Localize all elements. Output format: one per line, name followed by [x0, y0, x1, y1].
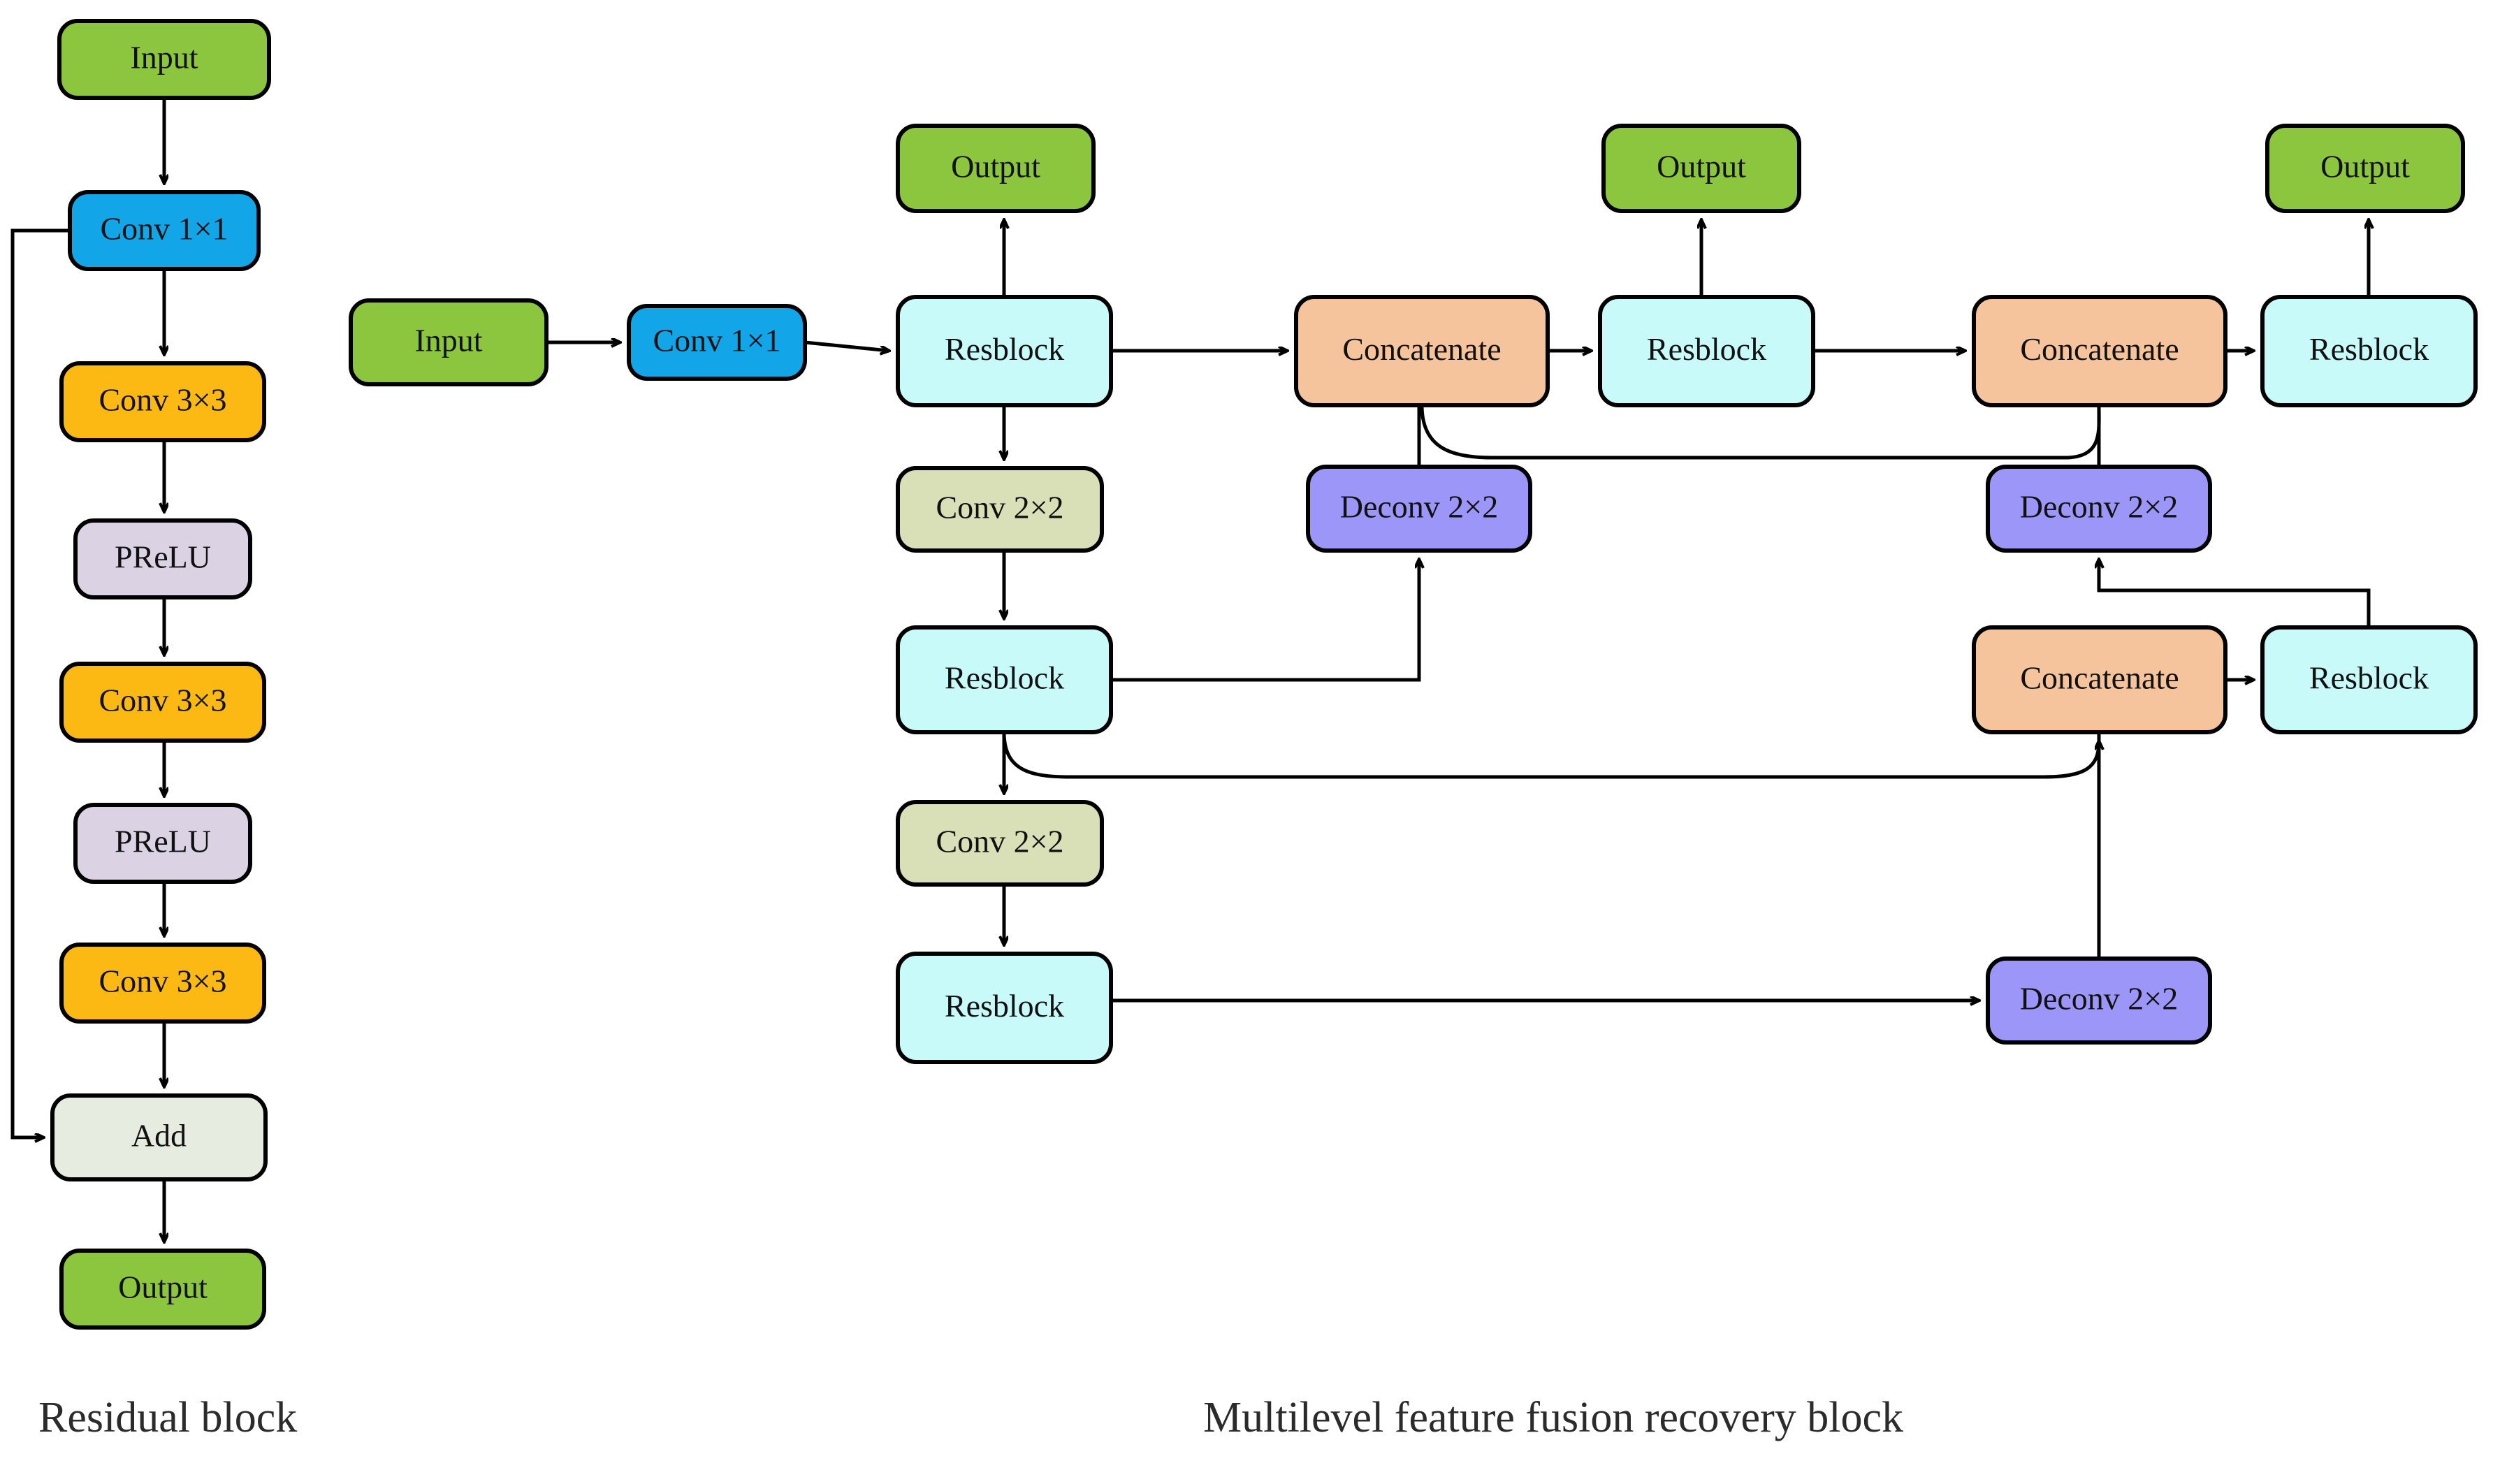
node-label: Output	[951, 149, 1040, 184]
node-shape	[2265, 124, 2465, 213]
node-label: Concatenate	[2020, 331, 2179, 367]
node-shape	[1601, 124, 1801, 213]
node-shape	[896, 466, 1104, 553]
caption-residual-block: Residual block	[38, 1394, 297, 1441]
node-fb-res-1[interactable]: Resblock	[896, 295, 1113, 407]
node-label: Conv 2×2	[936, 490, 1063, 525]
node-shape	[59, 662, 266, 743]
node-shape	[2260, 625, 2478, 734]
node-fb-out-2[interactable]: Output	[1601, 124, 1801, 213]
node-label: Resblock	[2309, 660, 2429, 696]
node-label: Concatenate	[1342, 331, 1501, 367]
node-fb-out-3[interactable]: Output	[2265, 124, 2465, 213]
caption-fusion-block: Multilevel feature fusion recovery block	[1203, 1394, 1903, 1441]
node-shape	[349, 298, 548, 386]
node-shape	[896, 124, 1096, 213]
node-shape	[896, 952, 1113, 1064]
node-shape	[1986, 465, 2212, 553]
node-shape	[1986, 956, 2212, 1045]
node-fb-res-6[interactable]: Resblock	[2260, 625, 2478, 734]
residual-block-edges	[10, 98, 164, 1242]
node-shape	[50, 1093, 268, 1181]
node-fb-concat-3[interactable]: Concatenate	[1972, 625, 2227, 734]
node-fb-res-5[interactable]: Resblock	[2260, 295, 2478, 407]
node-rb-conv11[interactable]: Conv 1×1	[68, 190, 261, 271]
node-rb-conv33b[interactable]: Conv 3×3	[59, 662, 266, 743]
edge-skip-connection	[10, 228, 70, 1137]
node-fb-conv11[interactable]: Conv 1×1	[627, 304, 807, 381]
node-rb-conv33a[interactable]: Conv 3×3	[59, 361, 266, 442]
node-shape	[59, 361, 266, 442]
node-shape	[1294, 295, 1550, 407]
node-label: Resblock	[945, 988, 1064, 1024]
node-label: Conv 3×3	[99, 382, 226, 418]
node-label: Resblock	[945, 331, 1064, 367]
node-shape	[59, 1249, 266, 1330]
node-rb-add[interactable]: Add	[50, 1093, 268, 1181]
node-label: PReLU	[115, 539, 211, 575]
node-rb-prelu-b[interactable]: PReLU	[73, 803, 252, 884]
edge-res2-skip-to-concat3	[1002, 732, 2099, 779]
node-fb-res-3[interactable]: Resblock	[896, 952, 1113, 1064]
node-fb-deconv-1[interactable]: Deconv 2×2	[1306, 465, 1532, 553]
node-rb-input[interactable]: Input	[57, 19, 271, 100]
node-label: Conv 3×3	[99, 683, 226, 718]
node-label: Output	[118, 1270, 208, 1305]
edge-res6-to-deconv2	[2099, 560, 2371, 627]
node-shape	[1972, 625, 2227, 734]
node-shape	[1972, 295, 2227, 407]
node-shape	[1598, 295, 1815, 407]
node-label: Deconv 2×2	[2020, 489, 2179, 525]
node-shape	[2260, 295, 2478, 407]
node-rb-prelu-a[interactable]: PReLU	[73, 518, 252, 599]
edge-res2-to-deconv1	[1111, 560, 1419, 682]
node-label: Output	[2320, 149, 2410, 184]
node-fb-input[interactable]: Input	[349, 298, 548, 386]
node-label: Concatenate	[2020, 660, 2179, 696]
node-fb-res-2[interactable]: Resblock	[896, 625, 1113, 734]
edge-concat1-skip-to-concat2	[1420, 405, 2101, 460]
node-shape	[896, 800, 1104, 887]
node-shape	[59, 943, 266, 1024]
node-fb-deconv-2[interactable]: Deconv 2×2	[1986, 465, 2212, 553]
node-shape	[73, 518, 252, 599]
node-label: Conv 1×1	[100, 211, 228, 247]
node-fb-conv22-1[interactable]: Conv 2×2	[896, 466, 1104, 553]
node-label: PReLU	[115, 824, 211, 859]
node-label: Resblock	[1647, 331, 1766, 367]
node-label: Add	[131, 1118, 187, 1154]
node-shape	[57, 19, 271, 100]
node-fb-concat-1[interactable]: Concatenate	[1294, 295, 1550, 407]
node-fb-deconv-3[interactable]: Deconv 2×2	[1986, 956, 2212, 1045]
node-fb-conv22-2[interactable]: Conv 2×2	[896, 800, 1104, 887]
node-label: Input	[414, 323, 482, 358]
node-label: Conv 3×3	[99, 963, 226, 999]
node-label: Output	[1657, 149, 1746, 184]
fusion-block-edges	[546, 220, 2369, 1001]
node-label: Input	[130, 40, 198, 75]
node-fb-out-1[interactable]: Output	[896, 124, 1096, 213]
node-label: Deconv 2×2	[2020, 981, 2179, 1017]
node-label: Resblock	[2309, 331, 2429, 367]
node-shape	[896, 295, 1113, 407]
node-rb-conv33c[interactable]: Conv 3×3	[59, 943, 266, 1024]
node-label: Resblock	[945, 660, 1064, 696]
node-shape	[1306, 465, 1532, 553]
node-shape	[73, 803, 252, 884]
edge-conv11-to-res1	[804, 340, 889, 351]
node-shape	[896, 625, 1113, 734]
node-fb-res-4[interactable]: Resblock	[1598, 295, 1815, 407]
node-label: Deconv 2×2	[1340, 489, 1499, 525]
node-label: Conv 1×1	[653, 323, 780, 358]
node-rb-output[interactable]: Output	[59, 1249, 266, 1330]
node-fb-concat-2[interactable]: Concatenate	[1972, 295, 2227, 407]
node-shape	[68, 190, 261, 271]
node-label: Conv 2×2	[936, 824, 1063, 859]
node-shape	[627, 304, 807, 381]
